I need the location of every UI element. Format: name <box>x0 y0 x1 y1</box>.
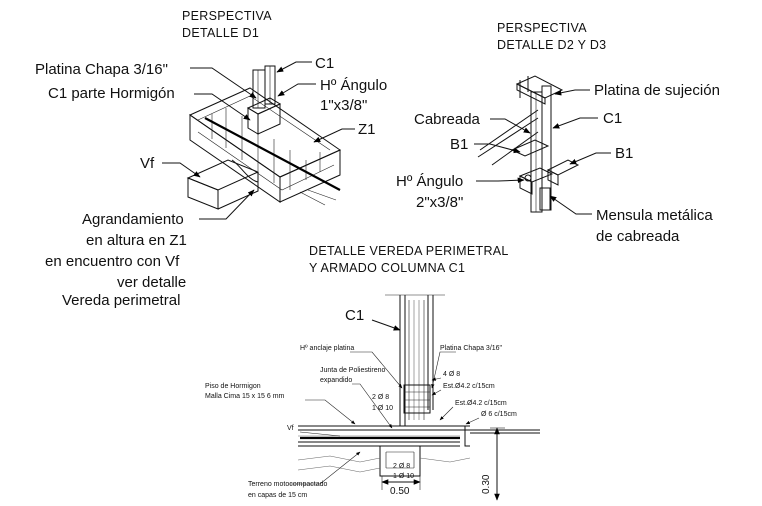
vereda-dimension-050: 0.50 <box>390 486 410 497</box>
d2-leader-lines <box>474 89 611 215</box>
vereda-label-terreno-2: en capas de 15 cm <box>248 492 307 499</box>
vereda-title-line-1: DETALLE VEREDA PERIMETRAL <box>309 244 509 258</box>
d1-title-line-1: PERSPECTIVA <box>182 9 272 23</box>
d1-label-angulo-1: Hº Ángulo <box>320 77 387 94</box>
d2-label-angulo-1: Hº Ángulo <box>396 173 463 190</box>
d2-label-mensula-1: Mensula metálica <box>596 207 713 224</box>
vereda-column-drawing <box>385 294 445 426</box>
d2-label-angulo-2: 2"x3/8" <box>416 194 463 211</box>
vereda-label-piso-1: Piso de Hormigon <box>205 383 261 390</box>
vereda-label-1d10-top: 1 Ø 10 <box>372 405 393 412</box>
d1-label-agrandamiento-3: en encuentro con Vf <box>45 253 180 270</box>
vereda-label-junta-1: Junta de Poliestireno <box>320 367 385 374</box>
vereda-label-estribo-1: Est.Ø4.2 c/15cm <box>443 383 495 390</box>
vereda-label-platina: Platina Chapa 3/16" <box>440 345 503 352</box>
d1-label-c1: C1 <box>315 55 334 72</box>
perspective-d2-d3: PERSPECTIVA DETALLE D2 Y D3 <box>396 21 720 245</box>
d2-label-b1-left: B1 <box>450 136 468 153</box>
vereda-label-2d8-bot: 2 Ø 8 <box>393 463 410 470</box>
d1-beam-vf-drawing <box>186 159 260 210</box>
vereda-dimension-030: 0.30 <box>481 474 492 494</box>
perspective-d1: PERSPECTIVA DETALLE D1 <box>35 9 387 309</box>
vereda-label-piso-2: Malla Cima 15 x 15 6 mm <box>205 393 285 400</box>
d1-label-c1-hormigon: C1 parte Hormigón <box>48 85 175 102</box>
d1-leader-lines <box>162 61 355 220</box>
d1-label-angulo-2: 1"x3/8" <box>320 97 367 114</box>
d1-beam-z1-drawing <box>188 87 342 206</box>
d1-label-agrandamiento-2: en altura en Z1 <box>86 232 187 249</box>
d1-label-z1: Z1 <box>358 121 376 138</box>
d1-title-line-2: DETALLE D1 <box>182 26 259 40</box>
vereda-label-anclaje: Hº anclaje platina <box>300 345 354 352</box>
vereda-slab-drawing <box>297 425 540 477</box>
vereda-leader-lines <box>290 319 480 485</box>
d2-structure-drawing <box>477 75 580 213</box>
vereda-label-terreno-1: Terreno motocompactado <box>248 481 327 488</box>
vereda-dimensions <box>381 427 505 501</box>
d1-label-platina: Platina Chapa 3/16" <box>35 61 168 78</box>
vereda-label-estribo-2: Est.Ø4.2 c/15cm <box>455 400 507 407</box>
vereda-label-4d8: 4 Ø 8 <box>443 371 460 378</box>
d1-label-agrandamiento-1: Agrandamiento <box>82 211 184 228</box>
detalle-vereda-perimetral: DETALLE VEREDA PERIMETRAL Y ARMADO COLUM… <box>205 244 540 501</box>
d1-label-agrandamiento-5: Vereda perimetral <box>62 292 180 309</box>
d1-label-agrandamiento-4: ver detalle <box>117 274 186 291</box>
d2-label-cabreada: Cabreada <box>414 111 481 128</box>
d1-column-c1-drawing <box>246 65 282 135</box>
vereda-title-line-2: Y ARMADO COLUMNA C1 <box>309 261 465 275</box>
d2-label-mensula-2: de cabreada <box>596 228 680 245</box>
d2-title-line-2: DETALLE D2 Y D3 <box>497 38 606 52</box>
vereda-label-1d10-bot: 1 Ø 10 <box>393 473 414 480</box>
d2-label-platina-sujecion: Platina de sujeción <box>594 82 720 99</box>
vereda-label-2d8-top: 2 Ø 8 <box>372 394 389 401</box>
d2-label-b1-right: B1 <box>615 145 633 162</box>
vereda-label-c1: C1 <box>345 307 364 324</box>
vereda-label-d6: Ø 6 c/15cm <box>481 411 517 418</box>
d2-title-line-1: PERSPECTIVA <box>497 21 587 35</box>
vereda-label-vf: Vf <box>287 425 294 432</box>
d1-label-vf: Vf <box>140 155 155 172</box>
vereda-label-junta-2: expandido <box>320 377 352 384</box>
d2-label-c1: C1 <box>603 110 622 127</box>
